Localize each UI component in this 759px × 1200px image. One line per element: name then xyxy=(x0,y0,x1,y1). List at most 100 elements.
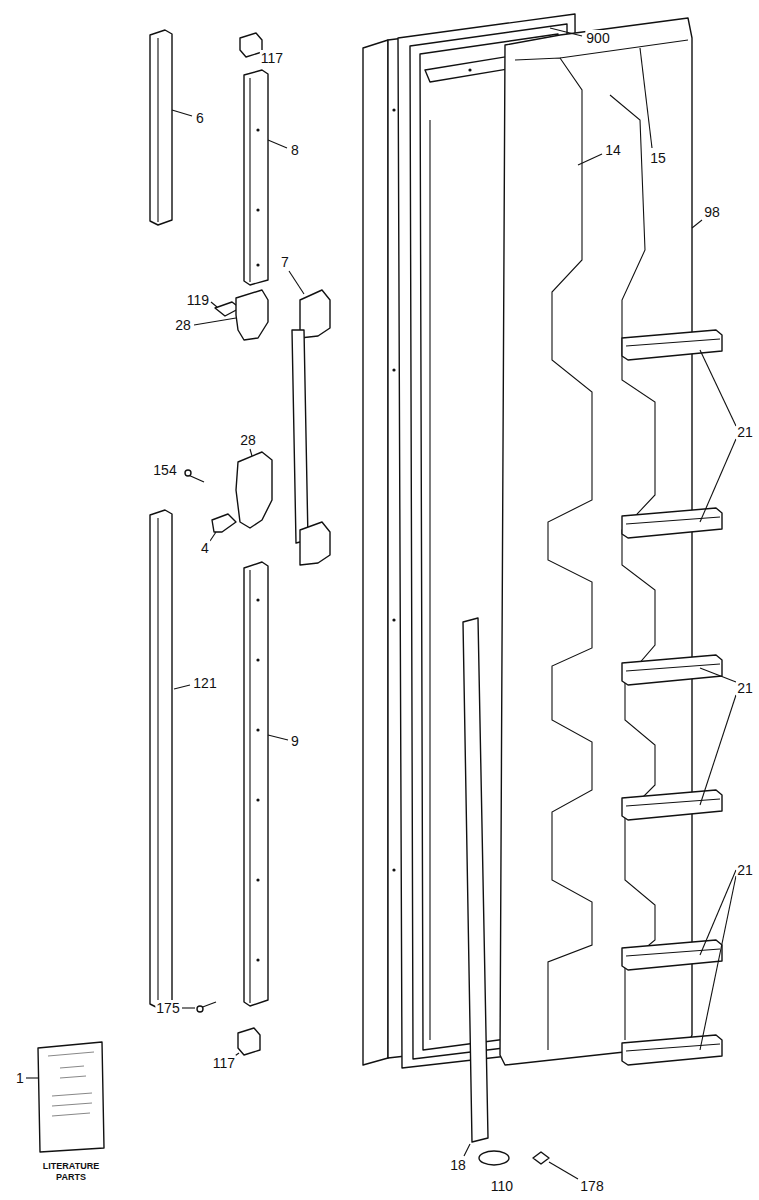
leader-line xyxy=(210,532,216,541)
left-parts xyxy=(150,510,172,1008)
left-parts xyxy=(157,38,158,222)
left-parts xyxy=(212,514,236,532)
door-shell xyxy=(363,40,388,1065)
left-parts xyxy=(150,30,172,225)
left-parts xyxy=(249,570,250,1003)
leader-line xyxy=(700,439,736,522)
bottom-parts xyxy=(463,618,488,1142)
leader-line xyxy=(26,1077,38,1078)
left-parts xyxy=(238,1028,260,1055)
callout-number: 900 xyxy=(585,30,610,46)
door-shell xyxy=(392,368,395,371)
literature-booklet xyxy=(52,1093,92,1096)
left-parts xyxy=(197,1006,203,1012)
shelf-rail xyxy=(626,517,720,524)
callout-number: 21 xyxy=(736,424,754,440)
left-parts xyxy=(256,128,259,131)
literature-booklet xyxy=(52,1113,90,1116)
shelf-rail xyxy=(626,339,720,346)
left-parts xyxy=(292,330,308,543)
leader-line xyxy=(692,220,702,228)
left-parts xyxy=(244,70,268,285)
callout-number: 154 xyxy=(152,462,177,478)
left-parts xyxy=(236,290,268,340)
leader-line xyxy=(700,695,736,805)
left-parts xyxy=(256,598,259,601)
callout-number: 4 xyxy=(200,540,210,556)
leader-line xyxy=(549,1162,578,1179)
left-parts xyxy=(300,522,330,565)
left-parts xyxy=(236,452,272,528)
door-shell xyxy=(392,868,395,871)
callout-number: 119 xyxy=(186,292,210,308)
left-parts xyxy=(256,658,259,661)
bottom-parts xyxy=(479,1151,509,1165)
leader-line xyxy=(174,685,190,689)
shelf-rail xyxy=(622,330,722,1065)
literature-caption: LITERATURE PARTS xyxy=(34,1161,108,1183)
callout-number: 121 xyxy=(192,675,217,691)
callout-number: 1 xyxy=(15,1070,25,1086)
leader-line xyxy=(700,876,736,1050)
leader-line xyxy=(700,870,736,955)
left-parts xyxy=(256,208,259,211)
door-liner xyxy=(515,58,592,1050)
left-parts xyxy=(157,518,158,1005)
callout-number: 28 xyxy=(239,432,257,448)
callout-number: 14 xyxy=(604,142,622,158)
leader-line xyxy=(26,28,736,1179)
door-liner xyxy=(500,18,692,1065)
left-parts xyxy=(150,30,330,1055)
leader-line xyxy=(550,28,582,36)
callout-number: 28 xyxy=(174,317,192,333)
leader-line xyxy=(268,140,287,148)
bottom-parts xyxy=(463,618,549,1165)
door-liner xyxy=(560,40,688,58)
leader-line xyxy=(211,302,217,307)
leader-line xyxy=(700,668,736,682)
literature-booklet xyxy=(52,1103,92,1106)
left-parts xyxy=(256,263,259,266)
shelf-rail xyxy=(626,799,720,806)
callout-number: 21 xyxy=(736,680,754,696)
leader-line xyxy=(268,735,288,740)
literature-booklet xyxy=(38,1042,104,1152)
callout-number: 110 xyxy=(490,1178,514,1194)
literature-booklet xyxy=(48,1052,94,1116)
leader-line xyxy=(700,350,736,426)
left-parts xyxy=(249,78,250,282)
callout-number: 8 xyxy=(290,142,300,158)
shelf-rail xyxy=(622,1035,722,1065)
callout-number: 175 xyxy=(155,1000,180,1016)
literature-booklet xyxy=(60,1066,84,1068)
shelf-rail xyxy=(622,790,722,820)
door-shell xyxy=(392,108,395,111)
left-parts xyxy=(256,878,259,881)
callout-number: 117 xyxy=(212,1055,236,1071)
leader-line xyxy=(578,154,602,165)
door-shell xyxy=(392,618,395,621)
leader-line xyxy=(250,449,252,456)
left-parts xyxy=(256,798,259,801)
callout-number: 6 xyxy=(195,110,205,126)
callout-number: 7 xyxy=(280,254,290,270)
left-parts xyxy=(256,958,259,961)
callout-number: 9 xyxy=(290,733,300,749)
left-parts xyxy=(240,33,262,57)
left-parts xyxy=(244,562,268,1006)
callout-number: 21 xyxy=(736,862,754,878)
leader-line xyxy=(194,318,236,325)
door-liner xyxy=(610,95,655,1040)
door-liner xyxy=(500,18,692,1065)
leader-line xyxy=(182,1007,195,1008)
bottom-parts xyxy=(533,1152,549,1164)
leader-line xyxy=(640,48,652,148)
shelf-rail xyxy=(626,949,720,956)
shelf-rail xyxy=(622,655,722,685)
shelf-rail xyxy=(622,330,722,360)
literature-booklet xyxy=(48,1052,94,1056)
shelf-rail xyxy=(622,940,722,970)
left-parts xyxy=(185,470,191,476)
callout-number: 178 xyxy=(579,1178,604,1194)
